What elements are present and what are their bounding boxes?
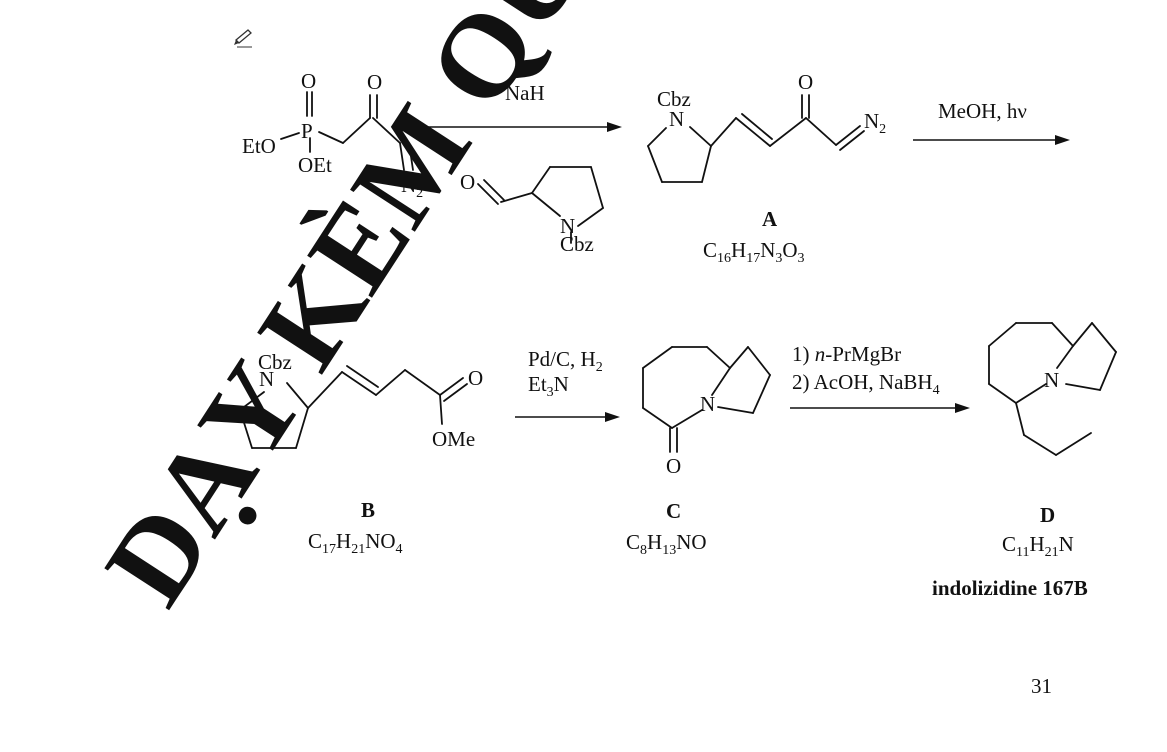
c-label: C xyxy=(666,499,681,523)
aldehyde-cbz: Cbz xyxy=(560,232,594,256)
a-n: N xyxy=(669,107,684,131)
a-n2: N2 xyxy=(864,109,886,137)
a-label: A xyxy=(762,207,778,231)
compound-d: N D C11H21N indolizidine 167B xyxy=(932,322,1117,600)
d-name: indolizidine 167B xyxy=(932,576,1088,600)
step3-reagent-line2: Et3N xyxy=(528,372,569,400)
d-label: D xyxy=(1040,503,1055,527)
cbz-prolinal: O N Cbz xyxy=(460,166,604,256)
step3-reagent-line1: Pd/C, H2 xyxy=(528,347,603,375)
step4-arrow: 1) n-PrMgBr 2) AcOH, NaBH4 xyxy=(790,342,970,413)
b-ome: OMe xyxy=(432,427,475,451)
reactant-o-ketone: O xyxy=(367,70,382,94)
pencil-icon xyxy=(234,29,252,48)
a-formula: C16H17N3O3 xyxy=(703,238,805,266)
b-formula: C17H21NO4 xyxy=(308,529,403,557)
step2-arrow: MeOH, hν xyxy=(913,99,1070,145)
compound-c: N O C C8H13NO xyxy=(626,346,771,558)
step4-reagent-line1: 1) n-PrMgBr xyxy=(792,342,901,366)
d-n: N xyxy=(1044,368,1059,392)
aldehyde-n: N xyxy=(560,214,575,238)
reactant-n2: N2 xyxy=(401,173,423,201)
aldehyde-o: O xyxy=(460,170,475,194)
phosphonate-reactant: O O P EtO OEt N2 xyxy=(242,69,423,201)
step2-reagent: MeOH, hν xyxy=(938,99,1027,123)
reactant-oet: OEt xyxy=(298,153,332,177)
compound-a: Cbz N O N2 A C16H17N3O3 xyxy=(647,70,886,266)
d-formula: C11H21N xyxy=(1002,532,1074,560)
b-label: B xyxy=(361,498,375,522)
b-cbz: Cbz xyxy=(258,350,292,374)
c-formula: C8H13NO xyxy=(626,530,707,558)
reactant-eto: EtO xyxy=(242,134,276,158)
step1-reagent: NaH xyxy=(505,81,545,105)
step4-reagent-line2: 2) AcOH, NaBH4 xyxy=(792,370,940,398)
a-cbz: Cbz xyxy=(657,87,691,111)
reactant-o-upper: O xyxy=(301,69,316,93)
compound-b: Cbz N O OMe B C17H21NO4 xyxy=(239,350,483,557)
step3-arrow: Pd/C, H2 Et3N xyxy=(515,347,620,422)
c-n: N xyxy=(700,392,715,416)
c-o: O xyxy=(666,454,681,478)
reactant-p: P xyxy=(301,119,313,143)
a-o: O xyxy=(798,70,813,94)
b-o: O xyxy=(468,366,483,390)
step1-arrow: NaH xyxy=(425,81,622,132)
page-number: 31 xyxy=(1031,674,1052,698)
b-n: N xyxy=(259,367,274,391)
